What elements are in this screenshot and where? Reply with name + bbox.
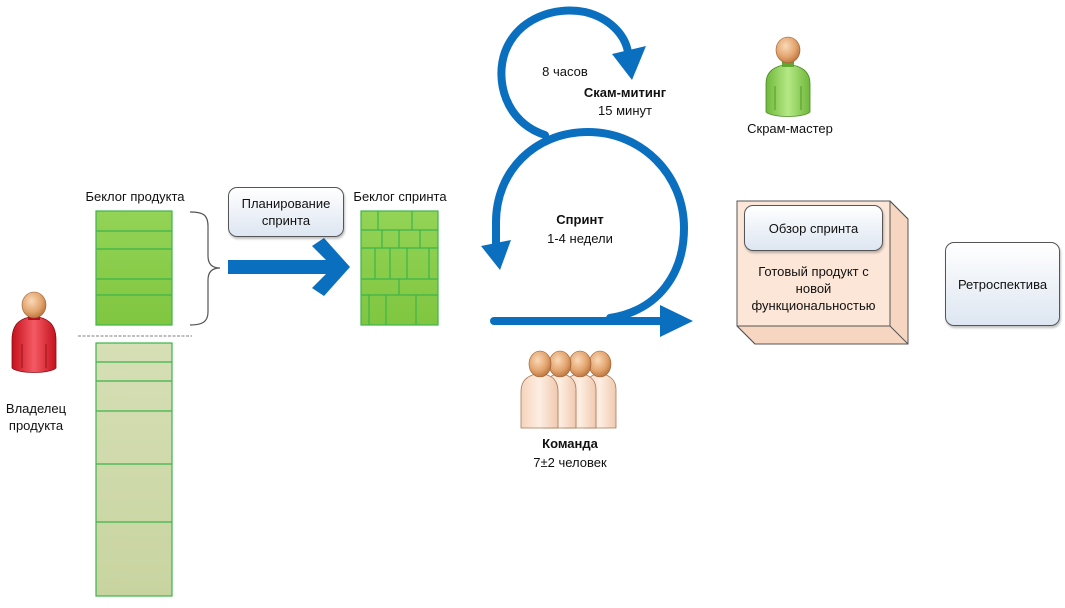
sprint-review-box[interactable]: Обзор спринта [744,205,883,251]
sprint-loop [481,127,689,322]
sprint-review-label: Обзор спринта [768,220,859,236]
team-size: 7±2 человек [533,455,607,470]
product-backlog-title: Беклог продукта [85,189,185,204]
team-title: Команда [542,436,598,451]
planning-arrow [228,238,350,296]
retrospective-label: Ретроспектива [957,276,1048,292]
product-owner-label-line2: продукта [8,418,64,433]
product-increment-line2: новой [795,281,832,296]
sprint-duration: 1-4 недели [547,231,613,246]
future-backlog-stack [95,342,173,597]
sprint-arrowhead [481,240,511,270]
sprint-title: Спринт [556,212,604,227]
sprint-planning-line2: спринта [261,213,311,228]
product-owner-label-line1: Владелец [5,401,67,416]
product-owner-label: Владелец продукта [0,400,72,434]
product-increment-label: Готовый продукт с новой функциональность… [737,263,890,314]
retrospective-box[interactable]: Ретроспектива [945,242,1060,326]
sprint-planning-line1: Планирование [241,196,331,211]
scrum-master-label: Скрам-мастер [747,121,833,136]
daily-scrum-arrowhead [612,46,646,80]
daily-scrum-interval: 8 часов [542,64,588,79]
product-backlog-stack [95,210,173,326]
sprint-backlog-stack [360,210,439,326]
product-increment-line1: Готовый продукт с [758,264,869,279]
product-owner-icon [11,291,57,373]
daily-scrum-duration: 15 минут [598,103,652,118]
product-increment-line3: функциональностью [751,298,876,313]
scrum-master-icon [765,36,811,117]
sprint-backlog-title: Беклог спринта [353,189,447,204]
sprint-planning-box[interactable]: Планирование спринта [228,187,344,237]
team-icon [520,350,617,429]
increment-arrow [490,305,693,337]
daily-scrum-loop [497,6,646,139]
selection-brace [189,211,221,326]
daily-scrum-title: Скам-митинг [583,85,667,100]
